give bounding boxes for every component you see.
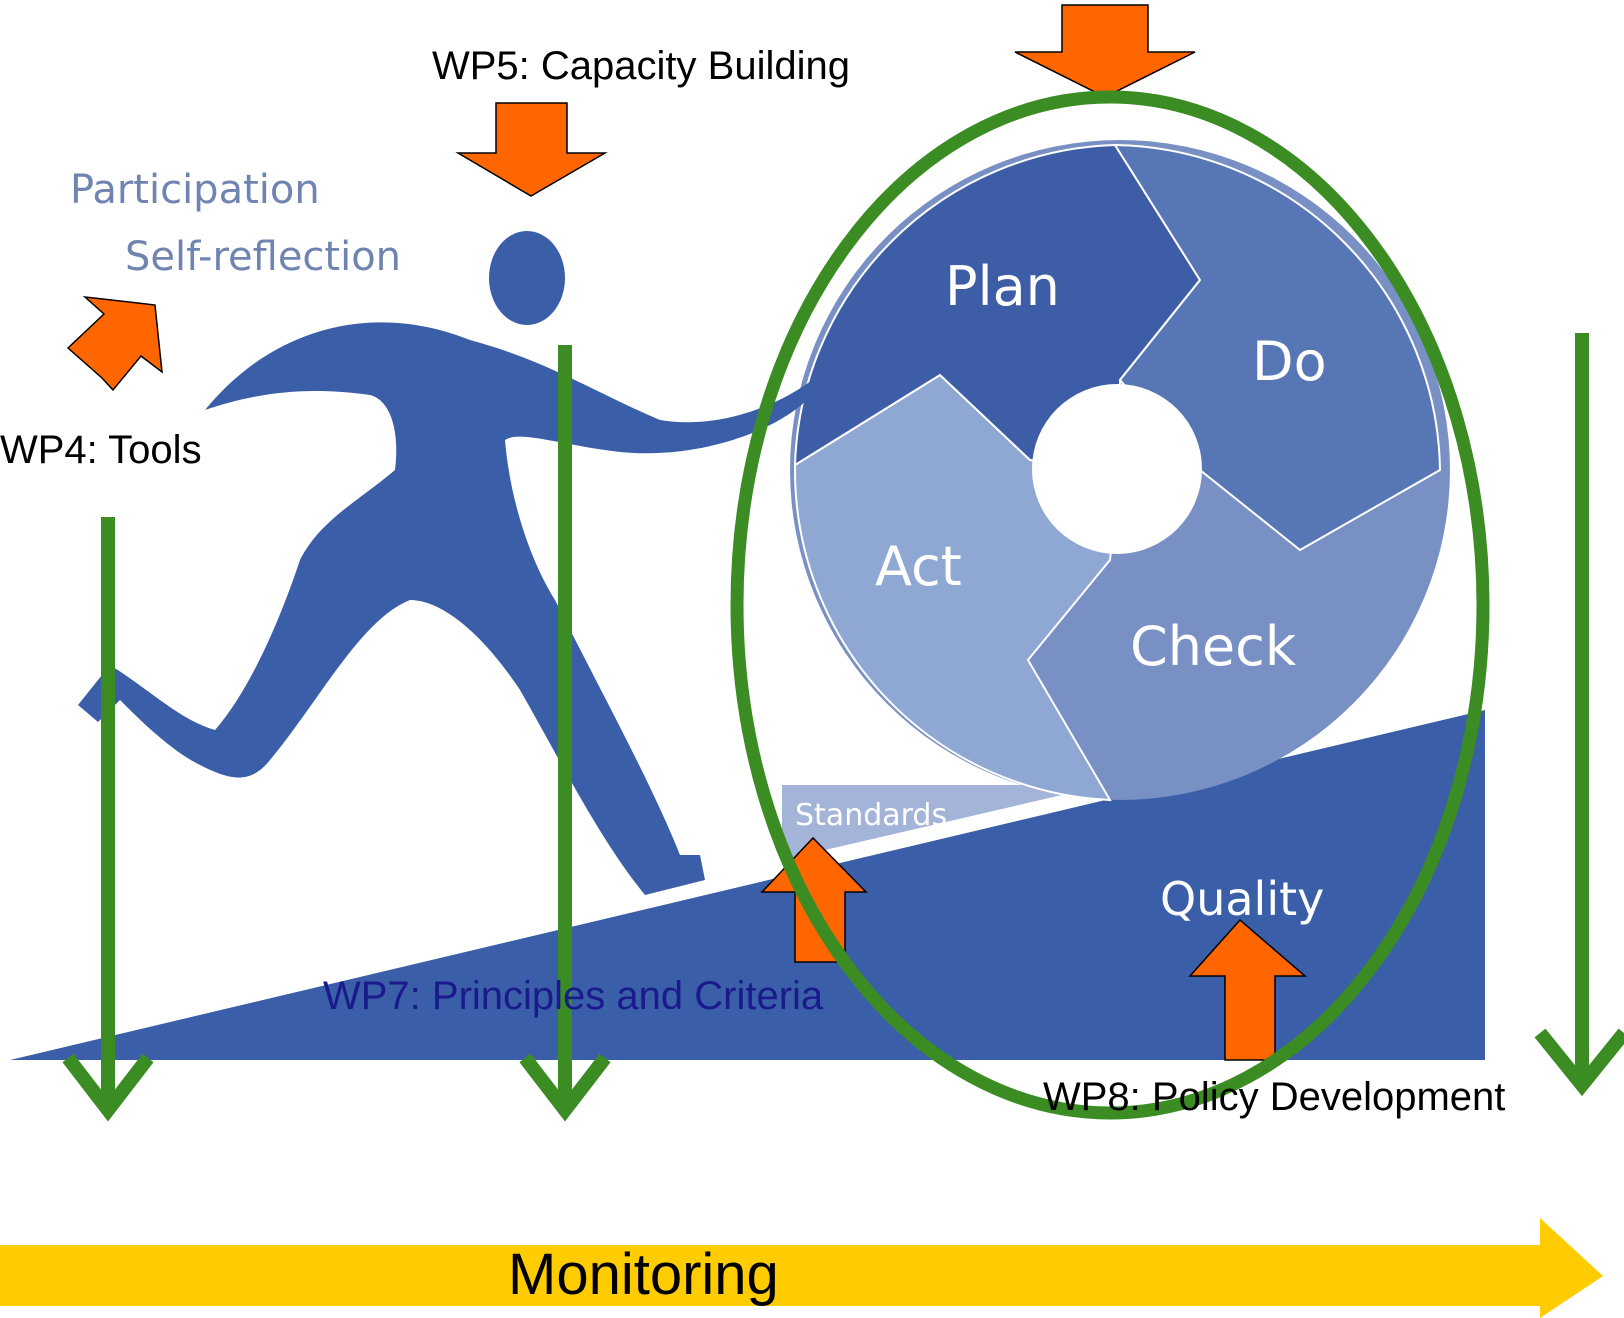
participation-label: Participation (70, 167, 320, 213)
self-reflection-label: Self-reflection (125, 234, 401, 280)
wp7-label: WP7: Principles and Criteria (323, 974, 824, 1018)
pdca-wheel: Plan Do Act Check (790, 140, 1450, 802)
monitoring-label: Monitoring (508, 1242, 779, 1307)
monitoring-arrow (0, 1218, 1603, 1318)
green-down-arrow-middle-icon (519, 345, 611, 1122)
wheel-hub (1032, 384, 1202, 554)
act-label: Act (875, 535, 962, 598)
wp8-label: WP8: Policy Development (1043, 1075, 1505, 1119)
running-figure-icon (78, 231, 815, 896)
wp5-label: WP5: Capacity Building (432, 44, 850, 88)
wp4-diagonal-arrow-icon (66, 295, 163, 392)
plan-label: Plan (945, 255, 1060, 318)
standards-wedge (782, 785, 1105, 858)
pdca-highlight-ellipse (730, 90, 1490, 1120)
green-down-arrow-right-icon (1534, 333, 1624, 1097)
wp5-down-arrow-icon (455, 102, 608, 197)
quality-label: Quality (1160, 872, 1324, 926)
do-label: Do (1252, 330, 1327, 393)
quality-up-arrow-icon (1188, 918, 1308, 1061)
green-down-arrow-left-icon (62, 517, 154, 1122)
standards-label: Standards (795, 798, 947, 833)
top-down-arrow-icon (1014, 4, 1196, 98)
check-label: Check (1130, 615, 1297, 678)
wp4-label: WP4: Tools (0, 428, 202, 472)
